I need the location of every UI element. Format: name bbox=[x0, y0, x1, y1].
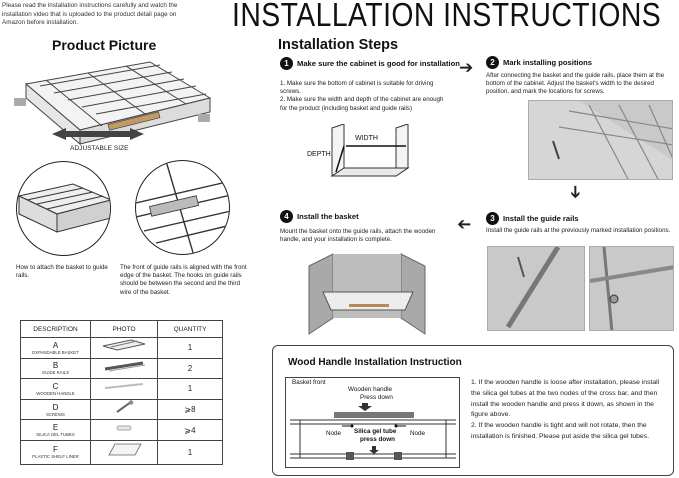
part-letter: D bbox=[52, 402, 59, 412]
node-left-label: Node bbox=[326, 430, 342, 437]
wooden-handle-label: Wooden handle bbox=[348, 386, 392, 393]
shelf-liner-photo bbox=[108, 443, 142, 456]
step-1-heading: 1 Make sure the cabinet is good for inst… bbox=[280, 57, 460, 70]
basket-front-label: Basket front bbox=[292, 379, 326, 386]
caption-hooks: The front of guide rails is aligned with… bbox=[120, 264, 247, 296]
detail-circle-attach bbox=[16, 161, 111, 256]
silica-press-label: press down bbox=[360, 436, 395, 443]
part-name: WOODEN HANDLE bbox=[36, 390, 75, 396]
silica-tube-photo bbox=[116, 425, 132, 431]
part-letter: A bbox=[52, 340, 59, 350]
basket-illustration bbox=[14, 61, 212, 146]
part-qty: 2 bbox=[157, 357, 223, 380]
step-3-body: Install the guide rails at the previousl… bbox=[486, 227, 671, 234]
wood-handle-text-2: 2. If the wooden handle is tight and wil… bbox=[471, 422, 649, 440]
adjustable-size-label: ADJUSTABLE SIZE bbox=[70, 145, 129, 152]
arrow-right-icon: ➔ bbox=[459, 58, 474, 77]
cabinet-diagram bbox=[330, 124, 410, 177]
part-name: PLASTIC SHELF LINER bbox=[32, 454, 79, 460]
hooks-detail-illustration bbox=[136, 161, 229, 254]
part-name: GUIDE RAILS bbox=[41, 370, 70, 376]
guide-rail-photo bbox=[104, 361, 146, 372]
detail-circle-hooks bbox=[135, 160, 230, 255]
step-4-title: Install the basket bbox=[297, 212, 359, 221]
step-2-number: 2 bbox=[486, 56, 499, 69]
part-letter: F bbox=[53, 445, 58, 455]
step-3-title: Install the guide rails bbox=[503, 214, 579, 223]
header-quantity: QUANTITY bbox=[157, 320, 223, 338]
arrow-down-icon: ➔ bbox=[566, 184, 586, 200]
handle-crossbar-drawing bbox=[290, 403, 456, 460]
main-title: INSTALLATION INSTRUCTIONS bbox=[232, 0, 662, 33]
silica-tube-label: Silica gel tube bbox=[354, 428, 397, 435]
step-2-photo-drawing bbox=[529, 101, 672, 179]
basket-photo bbox=[102, 339, 146, 351]
part-name: SILICA GEL TUBES bbox=[36, 432, 75, 438]
step-3-screw-drawing bbox=[590, 247, 673, 330]
wooden-handle-photo bbox=[104, 383, 144, 390]
step-4-body: Mount the basket onto the guide rails, a… bbox=[280, 228, 436, 244]
product-picture-title: Product Picture bbox=[52, 37, 157, 53]
part-letter: E bbox=[52, 423, 59, 433]
wood-handle-instruction: 1. If the wooden handle is loose after i… bbox=[471, 378, 669, 443]
step-3-photo-left bbox=[487, 246, 585, 331]
part-qty: 1 bbox=[157, 378, 223, 400]
step-4-heading: 4 Install the basket bbox=[280, 210, 359, 223]
adjustable-arrow-icon bbox=[52, 128, 144, 140]
step-3-photo-right bbox=[589, 246, 674, 331]
intro-text: Please read the installation instruction… bbox=[2, 2, 178, 27]
arrow-left-icon: ➔ bbox=[457, 215, 472, 234]
part-name: EXPANDABLE BASKET bbox=[32, 349, 79, 355]
press-down-label: Press down bbox=[360, 394, 393, 401]
step-1-title: Make sure the cabinet is good for instal… bbox=[297, 59, 460, 68]
wood-handle-text-1: 1. If the wooden handle is loose after i… bbox=[471, 379, 660, 419]
installation-steps-title: Installation Steps bbox=[278, 37, 399, 53]
step-3-heading: 3 Install the guide rails bbox=[486, 212, 579, 225]
header-description: DESCRIPTION bbox=[20, 320, 91, 338]
caption-attach: How to attach the basket to guide rails. bbox=[16, 264, 108, 280]
width-label: WIDTH bbox=[355, 135, 378, 142]
step-3-number: 3 bbox=[486, 212, 499, 225]
wood-handle-section bbox=[272, 345, 674, 476]
part-qty: ⩾4 bbox=[157, 419, 223, 441]
step-2-title: Mark installing positions bbox=[503, 58, 593, 67]
step-4-number: 4 bbox=[280, 210, 293, 223]
part-letter: C bbox=[52, 381, 59, 391]
attach-detail-illustration bbox=[17, 183, 110, 233]
depth-label: DEPTH bbox=[307, 151, 331, 158]
part-qty: ⩾8 bbox=[157, 398, 223, 421]
wood-handle-title: Wood Handle Installation Instruction bbox=[288, 357, 462, 368]
step-1-number: 1 bbox=[280, 57, 293, 70]
part-name: SCREWS bbox=[46, 411, 65, 417]
part-qty: 1 bbox=[157, 439, 223, 465]
installed-basket-diagram bbox=[308, 253, 426, 335]
parts-table-header-row: DESCRIPTION PHOTO QUANTITY bbox=[20, 320, 223, 338]
header-photo: PHOTO bbox=[90, 320, 158, 338]
step-2-heading: 2 Mark installing positions bbox=[486, 56, 592, 69]
screw-photo bbox=[116, 400, 134, 413]
step-2-photo bbox=[528, 100, 673, 180]
step-2-body: After connecting the basket and the guid… bbox=[486, 72, 665, 96]
node-right-label: Node bbox=[410, 430, 426, 437]
part-letter: B bbox=[52, 361, 59, 371]
step-1-body: 1. Make sure the bottom of cabinet is su… bbox=[280, 80, 444, 112]
step-3-rail-drawing bbox=[505, 247, 561, 329]
part-qty: 1 bbox=[157, 337, 223, 359]
basket-front-diagram bbox=[285, 377, 460, 468]
